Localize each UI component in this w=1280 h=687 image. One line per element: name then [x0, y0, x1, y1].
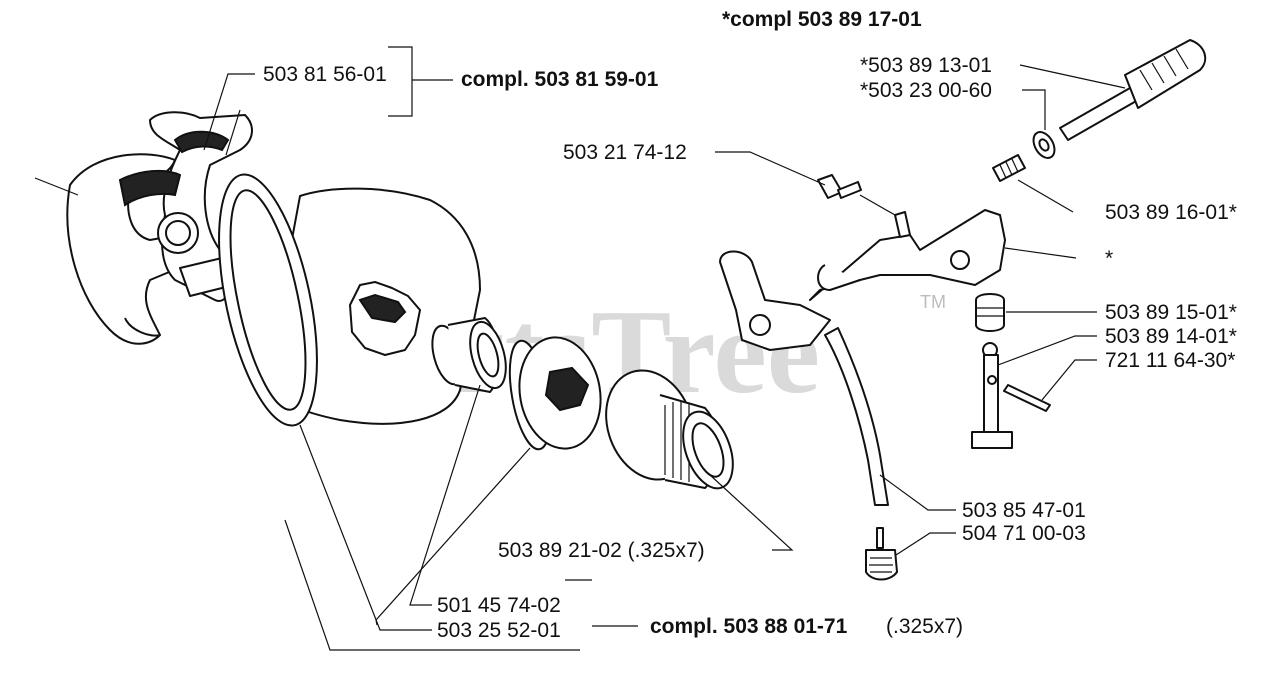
oil-hose-icon: [824, 327, 889, 506]
spur-sprocket-icon: [605, 369, 734, 490]
adjuster-knob-icon: [1032, 39, 1207, 159]
needle-bearing-icon: [431, 317, 507, 393]
pump-piston-icon: [971, 293, 1051, 449]
sprocket-rim-icon: [508, 336, 602, 451]
label-needle-bearing: 501 45 74-02: [437, 594, 561, 617]
clutch-shoe-icon: [66, 111, 253, 345]
label-pump-piston: 503 89 14-01*: [1105, 325, 1237, 348]
adjuster-spring-icon: [992, 154, 1026, 182]
oil-filter-icon: [865, 527, 898, 581]
label-washer: *503 23 00-60: [860, 79, 992, 102]
label-adjuster-knob: *503 89 13-01: [860, 54, 992, 77]
label-oil-kit-compl: *compl 503 89 17-01: [722, 8, 922, 31]
label-lever: 503 89 16-01*: [1105, 201, 1237, 224]
watermark-tm: TM: [920, 292, 946, 312]
label-drum-compl-spec: (.325x7): [886, 615, 963, 638]
label-oil-hose: 503 85 47-01: [962, 499, 1086, 522]
label-sprocket-rim: 503 89 21-02 (.325x7): [498, 539, 705, 562]
label-drum: 503 25 52-01: [437, 619, 561, 642]
label-clutch-compl: compl. 503 81 59-01: [461, 68, 659, 91]
label-pin: 721 11 64-30*: [1105, 349, 1235, 372]
label-lever-star: *: [1105, 247, 1113, 270]
oil-pump-lever-icon: [719, 209, 1006, 351]
label-drum-compl: compl. 503 88 01-71: [650, 615, 848, 638]
leader-lines: [203, 46, 1126, 651]
label-screw: 503 21 74-12: [563, 141, 687, 164]
screw-icon: [817, 174, 862, 199]
clutch-drum-icon: [218, 173, 481, 427]
label-clutch-shoe: 503 81 56-01: [263, 63, 387, 86]
label-oil-filter: 504 71 00-03: [962, 522, 1086, 545]
label-spring: 503 89 15-01*: [1105, 301, 1237, 324]
